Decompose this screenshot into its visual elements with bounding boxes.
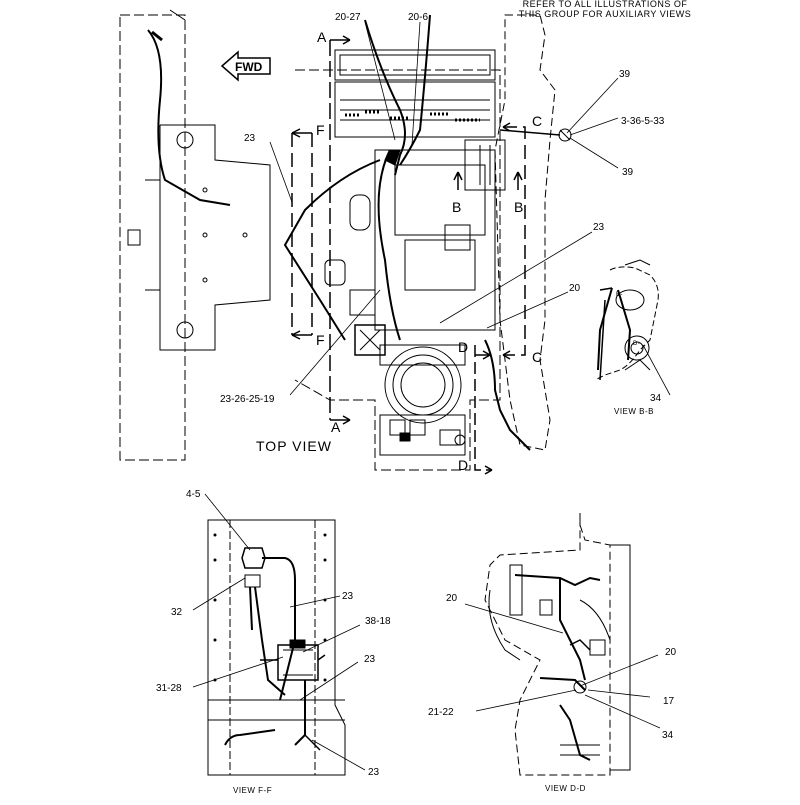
bb-callout-34: 34: [650, 393, 662, 404]
dd-frame: [484, 513, 611, 776]
callout-39-bottom: 39: [622, 167, 634, 178]
mount-hole: [176, 321, 194, 339]
callout-23-26-25-19: 23-26-25-19: [220, 394, 275, 405]
bb-outline: [594, 266, 659, 381]
section-a-bottom: A: [331, 419, 341, 435]
callout-20-27: 20-27: [335, 12, 361, 23]
left-frame-rail: [119, 14, 186, 461]
bb-tag-d: D-: [633, 341, 640, 347]
header-note-line-1: REFER TO ALL ILLUSTRATIONS OF: [523, 0, 688, 9]
view-b-b: B- D- 34 VIEW B-B: [594, 259, 671, 416]
ff-callout-31-28: 31-28: [156, 683, 182, 694]
top-view-title: TOP VIEW: [256, 438, 332, 454]
right-frame-rail: [494, 14, 556, 451]
callout-23-right: 23: [593, 222, 605, 233]
callout-20-6: 20-6: [408, 12, 428, 23]
top-view: [119, 9, 619, 475]
header-note-line-2: THIS GROUP FOR AUXILIARY VIEWS: [519, 9, 692, 19]
dd-callout-34: 34: [662, 730, 674, 741]
dd-harness: [514, 574, 601, 587]
fwd-arrow: FWD: [220, 50, 271, 82]
top-view-labels: 20-27 20-6 39 3-36-5-33 39 23 23 20 23-2…: [220, 12, 665, 473]
radiator-core: [334, 81, 496, 138]
section-b-right: B: [514, 199, 523, 215]
ff-callout-32: 32: [171, 607, 183, 618]
engine-outline: [294, 69, 501, 471]
callout-20: 20: [569, 283, 581, 294]
dd-callout-21-22: 21-22: [428, 707, 454, 718]
section-c-top: C: [532, 113, 542, 129]
mount-hole: [202, 232, 208, 238]
callout-3-36-5-33: 3-36-5-33: [621, 116, 665, 127]
ff-sender: [241, 547, 266, 569]
bb-tag-b: B-: [616, 292, 623, 298]
view-f-f-labels: 4-5 32 23 38-18 31-28 23 23 VIEW F-F: [156, 489, 391, 795]
bb-connector: [624, 335, 650, 361]
header-note: REFER TO ALL ILLUSTRATIONS OF THIS GROUP…: [519, 0, 692, 19]
turbo-housing: [384, 346, 462, 424]
left-hose: [147, 29, 231, 206]
view-f-f-title: VIEW F-F: [233, 786, 272, 795]
mount-hole: [176, 131, 194, 149]
section-b-left: B: [452, 199, 461, 215]
view-d-d-title: VIEW D-D: [545, 784, 586, 793]
fwd-label: FWD: [235, 60, 263, 74]
view-d-d: [464, 513, 661, 776]
section-f-top: F: [316, 122, 325, 138]
view-f-f: [192, 493, 366, 776]
ff-callout-38-18: 38-18: [365, 616, 391, 627]
view-b-b-title: VIEW B-B: [614, 407, 654, 416]
section-d-top: D: [458, 339, 468, 355]
section-f-bottom: F: [316, 332, 325, 348]
dd-callout-17: 17: [663, 696, 675, 707]
dd-callout-20-a: 20: [446, 593, 458, 604]
side-plate: [159, 124, 271, 351]
top-view-leaders: [269, 21, 619, 396]
valve-group: [379, 414, 466, 456]
dd-callout-20-b: 20: [665, 647, 677, 658]
section-d-bottom: D: [458, 457, 468, 473]
ff-callout-23-a: 23: [342, 591, 354, 602]
ff-callout-23-c: 23: [368, 767, 380, 778]
dd-connector: [573, 680, 587, 694]
view-d-d-labels: 20 20 17 21-22 34 VIEW D-D: [428, 593, 677, 793]
callout-39-top: 39: [619, 69, 631, 80]
ff-callout-23-b: 23: [364, 654, 376, 665]
harness-main: [364, 19, 406, 176]
section-c-bottom: C: [532, 349, 542, 365]
ff-pipe: [262, 557, 296, 701]
callout-23-left: 23: [244, 133, 256, 144]
engine-block: [374, 149, 496, 331]
section-a-top: A: [317, 29, 327, 45]
ff-callout-4-5: 4-5: [186, 489, 201, 500]
